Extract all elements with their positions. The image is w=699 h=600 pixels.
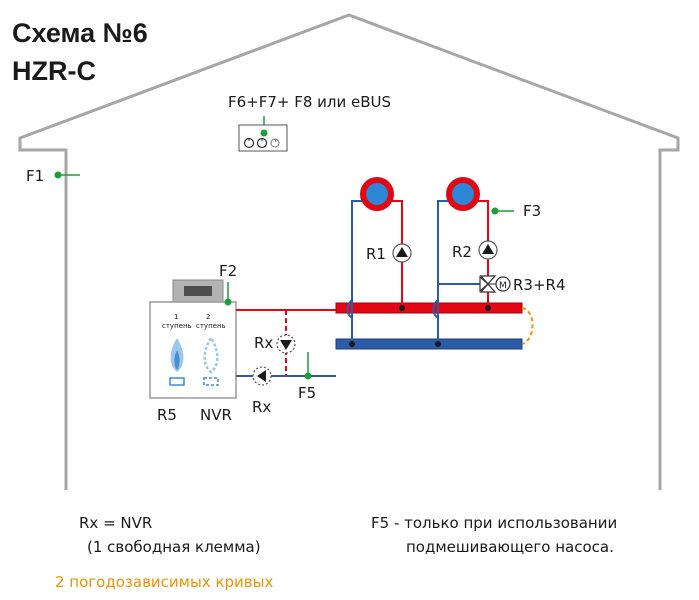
note-f5-condition: F5 - только при использовании <box>371 514 618 532</box>
stage1-number: 1 <box>174 313 178 321</box>
heating-circuit-2 <box>432 177 491 347</box>
f3-sensor-dot <box>491 207 499 215</box>
f1-label: F1 <box>26 167 44 185</box>
scheme-title: Схема №6 <box>12 18 148 48</box>
return-manifold <box>335 338 523 350</box>
bypass-pump-rx <box>276 334 296 354</box>
stage2-label: ступень <box>196 322 226 330</box>
r2-label: R2 <box>452 243 472 261</box>
f5-sensor-dot <box>304 372 312 380</box>
return-pump-rx <box>252 366 272 386</box>
room-controller <box>238 116 288 152</box>
f2-sensor-dot <box>224 298 232 306</box>
rx-pump-bottom-label: Rx <box>252 398 271 416</box>
supply-manifold <box>335 302 523 314</box>
flame-stage1-icon <box>169 338 185 386</box>
heating-circuit-1 <box>346 177 405 347</box>
r3r4-label: R3+R4 <box>513 276 566 294</box>
note-f5-mixing-pump: подмешивающего насоса. <box>406 538 614 556</box>
stage1-label: ступень <box>162 322 192 330</box>
manifold-bypass <box>521 307 534 345</box>
stage2-number: 2 <box>206 313 210 321</box>
f1-sensor-dot <box>54 171 62 179</box>
mixing-valve-icon <box>479 275 497 293</box>
rx-pump-top-label: Rx <box>254 334 273 352</box>
note-rx-equals-nvr: Rx = NVR <box>79 514 153 532</box>
flame-stage2-icon <box>203 335 219 386</box>
pump-r1 <box>392 243 412 263</box>
pump-r2 <box>478 240 498 260</box>
nvr-label: NVR <box>200 406 232 424</box>
controller-label: F6+F7+ F8 или eBUS <box>228 93 391 111</box>
boiler-display <box>172 279 224 303</box>
scheme-subtitle: HZR-C <box>12 56 96 86</box>
note-weather-curves: 2 погодозависимых кривых <box>55 573 274 591</box>
house-outline <box>18 13 680 490</box>
note-free-terminal: (1 свободная клемма) <box>87 538 261 556</box>
boiler-body <box>149 301 237 399</box>
motor-symbol: M <box>499 281 507 291</box>
f2-label: F2 <box>219 262 237 280</box>
r1-label: R1 <box>366 245 386 263</box>
f5-label: F5 <box>298 384 316 402</box>
valve-motor-icon: M <box>495 276 511 292</box>
r5-label: R5 <box>157 406 177 424</box>
f3-label: F3 <box>523 202 541 220</box>
